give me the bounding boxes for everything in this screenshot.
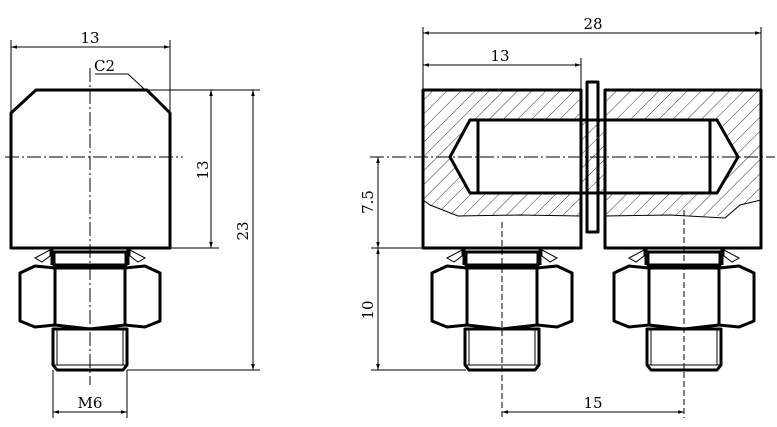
dim-left-width: 13 — [80, 29, 99, 47]
chamfer-leader — [95, 73, 157, 101]
lock-tab — [33, 249, 147, 263]
left-block — [421, 88, 583, 250]
dim-right-total-width: 28 — [583, 15, 602, 33]
break-line — [422, 199, 762, 219]
lock-tab — [627, 249, 741, 263]
collar — [462, 248, 542, 267]
dim-chamfer: C2 — [94, 57, 115, 75]
left-view: 13 C2 13 23 M6 — [5, 29, 260, 418]
fitting-right — [612, 248, 756, 372]
dim-right-fitting-height: 10 — [359, 300, 377, 319]
hex-nut — [18, 264, 162, 331]
fitting-left — [430, 248, 574, 372]
right-block — [603, 88, 763, 250]
dim-right-block-width: 13 — [490, 47, 509, 65]
section-hatching — [423, 90, 761, 216]
dim-left-total-height: 23 — [234, 221, 252, 240]
thread-root — [465, 329, 539, 366]
right-view: 28 13 7.5 10 15 — [359, 15, 775, 418]
collar — [644, 248, 724, 267]
hex-nut — [612, 264, 756, 331]
dim-right-spacing: 15 — [583, 394, 602, 412]
dim-left-body-height: 13 — [194, 160, 212, 179]
collar — [50, 248, 130, 267]
lock-tab — [445, 249, 559, 263]
hex-nut — [430, 264, 574, 331]
dim-left-thread: M6 — [78, 394, 103, 412]
dim-right-center-height: 7.5 — [359, 190, 377, 214]
